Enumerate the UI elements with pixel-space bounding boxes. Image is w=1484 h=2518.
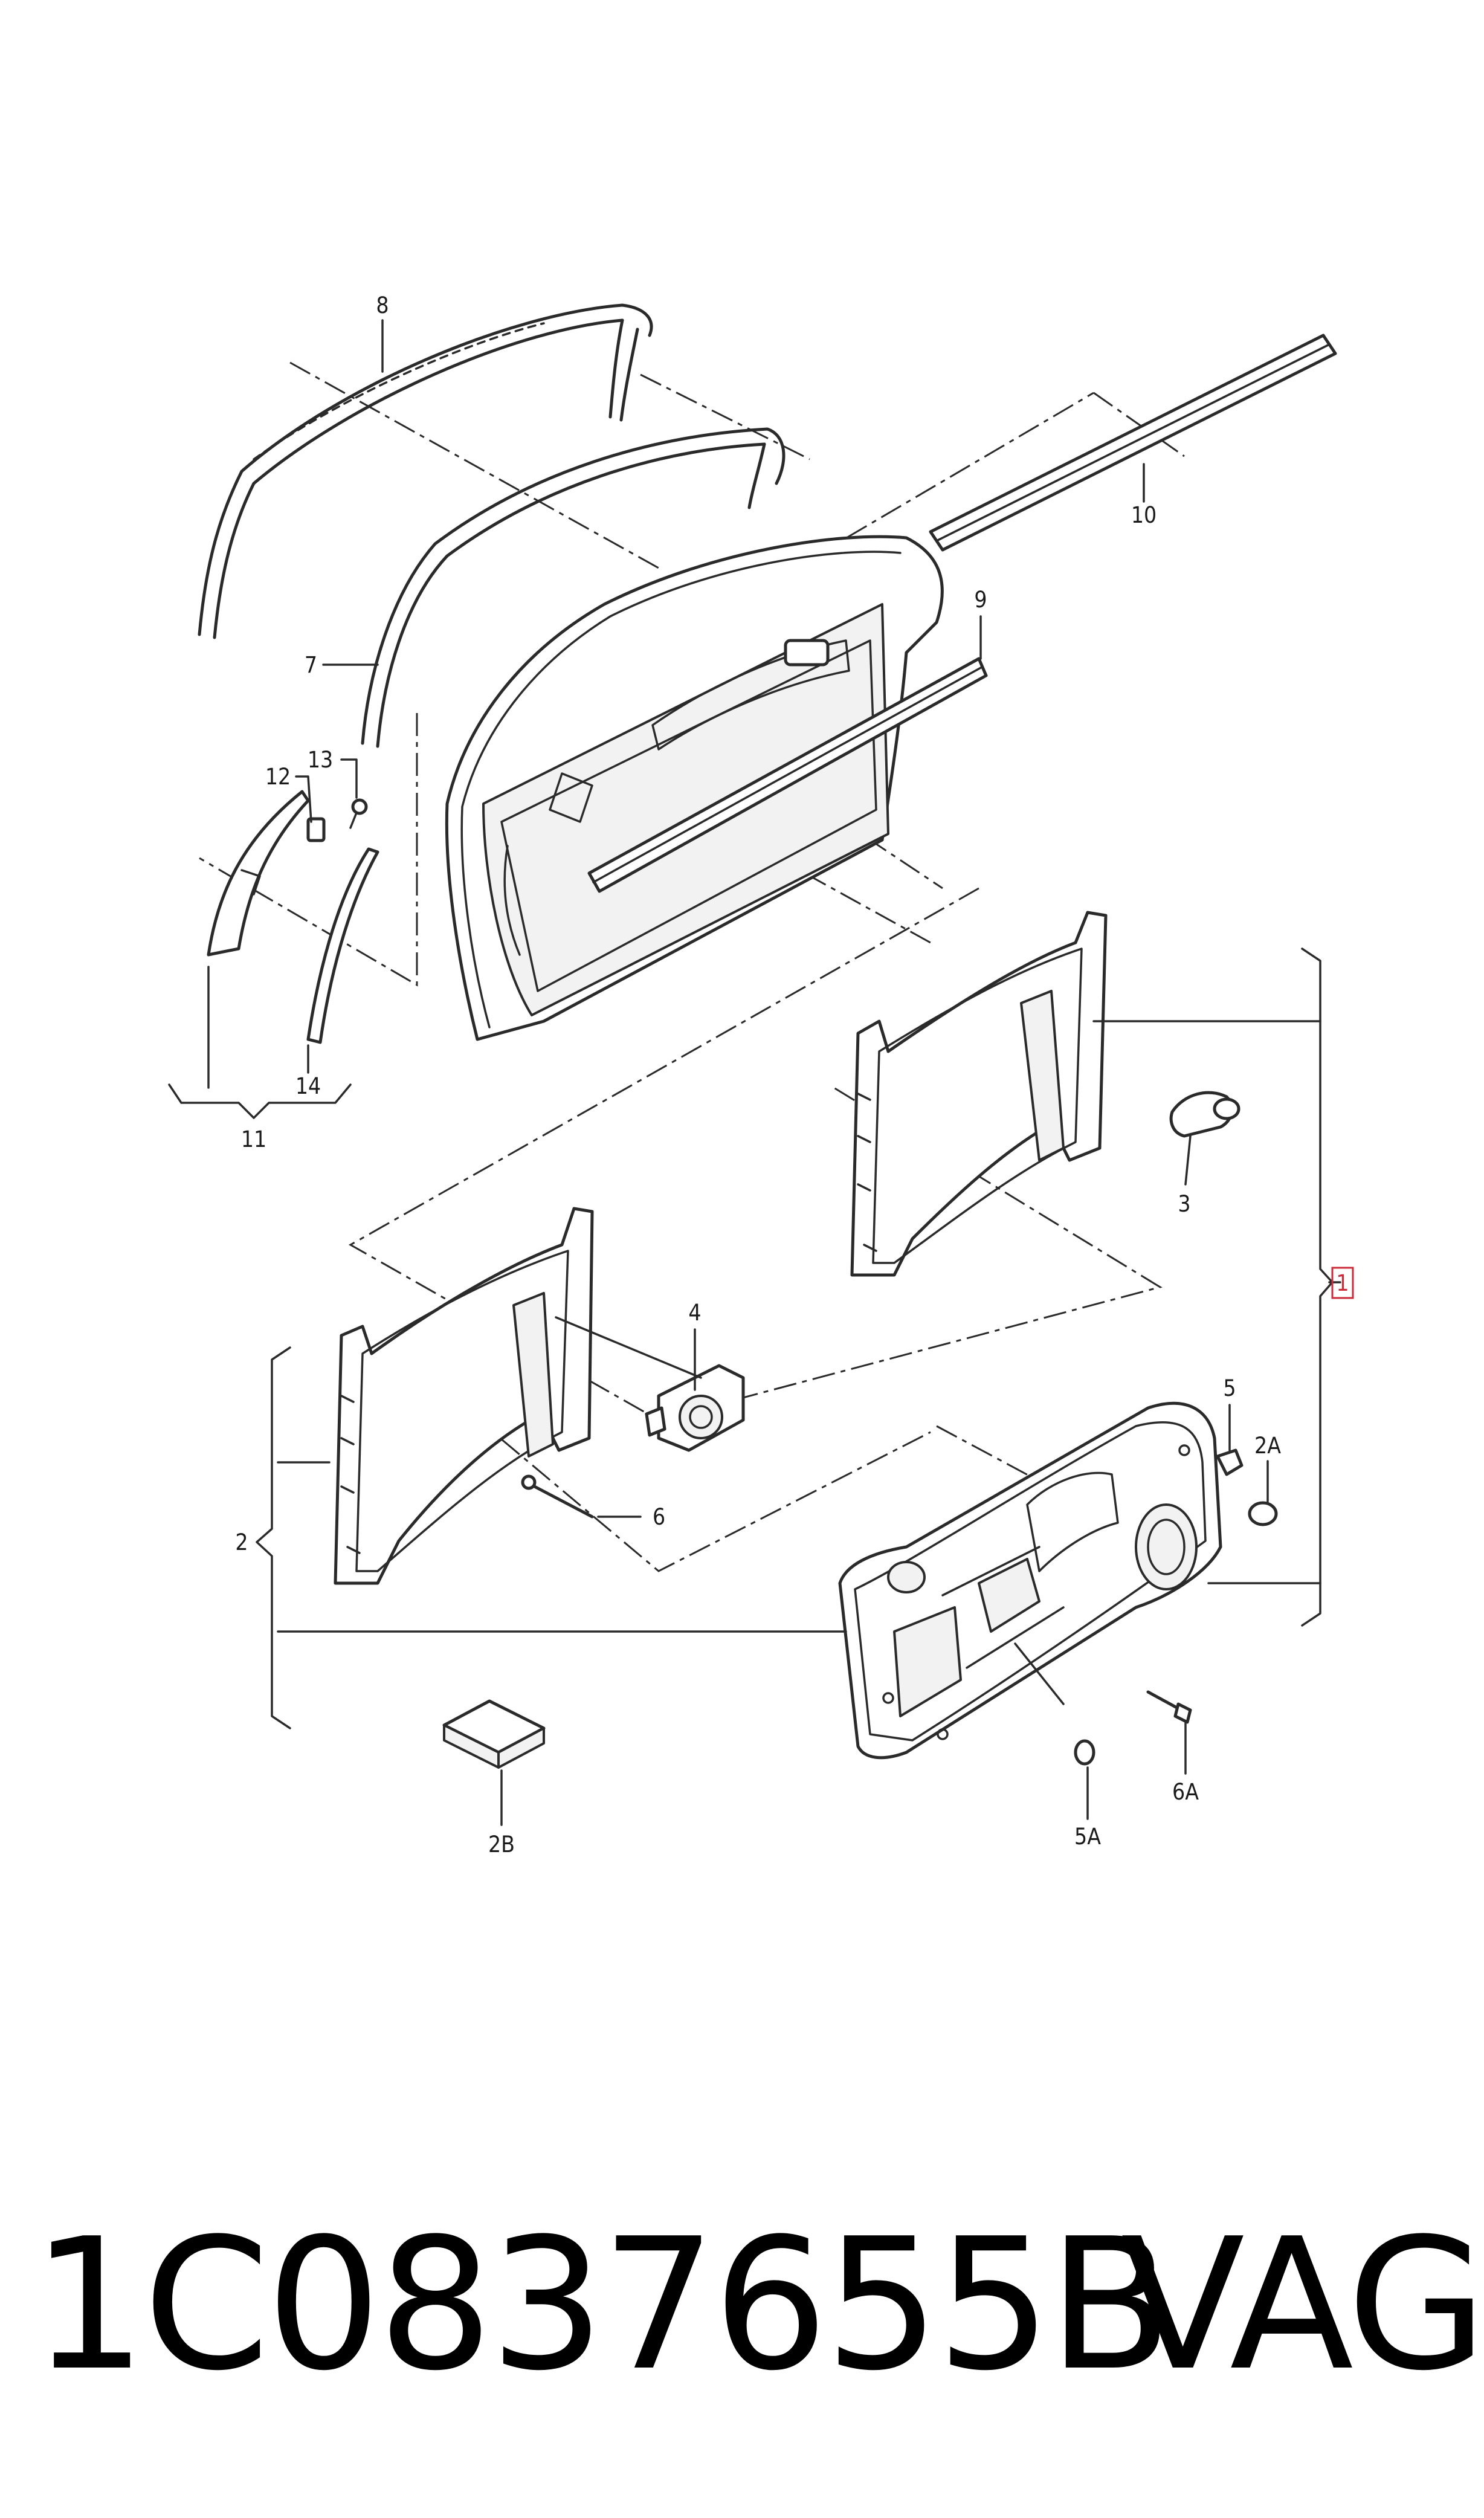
window-strip-outer-part-10 xyxy=(929,334,1337,552)
leader-lines xyxy=(207,319,1341,1826)
callout-5: 5 xyxy=(1223,1375,1236,1401)
window-regulator-lower xyxy=(334,1207,594,1585)
door-carrier-panel xyxy=(838,1401,1222,1760)
callout-9: 9 xyxy=(974,587,987,613)
window-frame-seal-part-8 xyxy=(198,303,653,639)
window-crank-part-3 xyxy=(1169,1091,1240,1138)
callout-2: 2 xyxy=(235,1529,248,1555)
bracket-2 xyxy=(256,1346,291,1729)
callout-14: 14 xyxy=(295,1073,321,1099)
callout-1: 1 xyxy=(1336,1270,1349,1296)
bracket-11 xyxy=(168,1083,352,1119)
window-strip-inner-part-9 xyxy=(587,657,988,893)
window-regulator-upper xyxy=(850,911,1108,1277)
door-seal-part-7 xyxy=(361,427,786,748)
door-shell xyxy=(445,535,944,1041)
callout-4: 4 xyxy=(688,1300,701,1326)
window-motor-part-4 xyxy=(645,1364,745,1452)
callout-5A: 5A xyxy=(1074,1824,1101,1850)
callout-10: 10 xyxy=(1131,502,1157,528)
fasteners xyxy=(1074,1448,1278,1766)
callout-6: 6 xyxy=(653,1504,665,1530)
callout-8: 8 xyxy=(376,292,389,318)
callout-13: 13 xyxy=(308,747,333,773)
bracket-1 xyxy=(1301,947,1334,1627)
callout-11: 11 xyxy=(241,1126,266,1152)
trim-pieces-parts-12-14 xyxy=(207,790,379,1044)
callout-12: 12 xyxy=(265,764,291,790)
callout-3: 3 xyxy=(1178,1191,1190,1217)
callout-7: 7 xyxy=(305,652,317,678)
callout-2B: 2B xyxy=(488,1832,515,1858)
part-number-label: 1C0837655B xyxy=(31,2200,1172,2410)
brand-label: VAG xyxy=(1121,2200,1484,2410)
pad-block-part-2B xyxy=(442,1699,546,1769)
callout-labels: 8 7 10 9 12 13 14 11 3 1 4 5 2A 6 2 6A 5… xyxy=(235,292,1349,1858)
callout-6A: 6A xyxy=(1172,1779,1199,1805)
callout-2A: 2A xyxy=(1254,1433,1281,1459)
bolt-part-6 xyxy=(521,1474,594,1519)
callout-1-highlight-box xyxy=(1331,1267,1354,1299)
